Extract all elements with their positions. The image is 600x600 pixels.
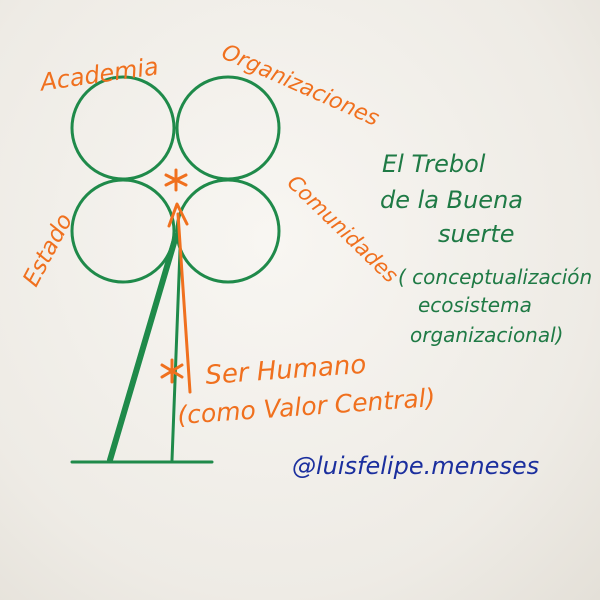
leaf-estado: [70, 178, 176, 284]
leaf-organizaciones: [175, 75, 281, 181]
author-signature: @luisfelipe.meneses: [292, 452, 539, 480]
label-academia: Academia: [37, 52, 161, 97]
leaf-comunidades: [175, 178, 281, 284]
title-line-5: ecosistema: [418, 293, 532, 317]
title-line-2: de la Buena: [380, 186, 523, 214]
title-line-3: suerte: [438, 220, 515, 248]
arrow-shaft: [176, 212, 192, 394]
clover-stem: [107, 233, 179, 463]
title-line-4: ( conceptualización: [398, 265, 592, 289]
asterisk-top-icon: [164, 168, 188, 192]
title-line-6: organizacional): [410, 323, 563, 347]
arrow-head-icon: [167, 202, 189, 228]
center-line-1: Ser Humano: [204, 350, 367, 391]
leaf-academia: [70, 75, 176, 181]
label-organizaciones: Organizaciones: [218, 40, 383, 132]
clover-stem-right: [170, 248, 182, 462]
title-line-1: El Trebol: [382, 150, 486, 178]
label-estado: Estado: [18, 209, 78, 290]
asterisk-bottom-icon: [160, 358, 184, 384]
